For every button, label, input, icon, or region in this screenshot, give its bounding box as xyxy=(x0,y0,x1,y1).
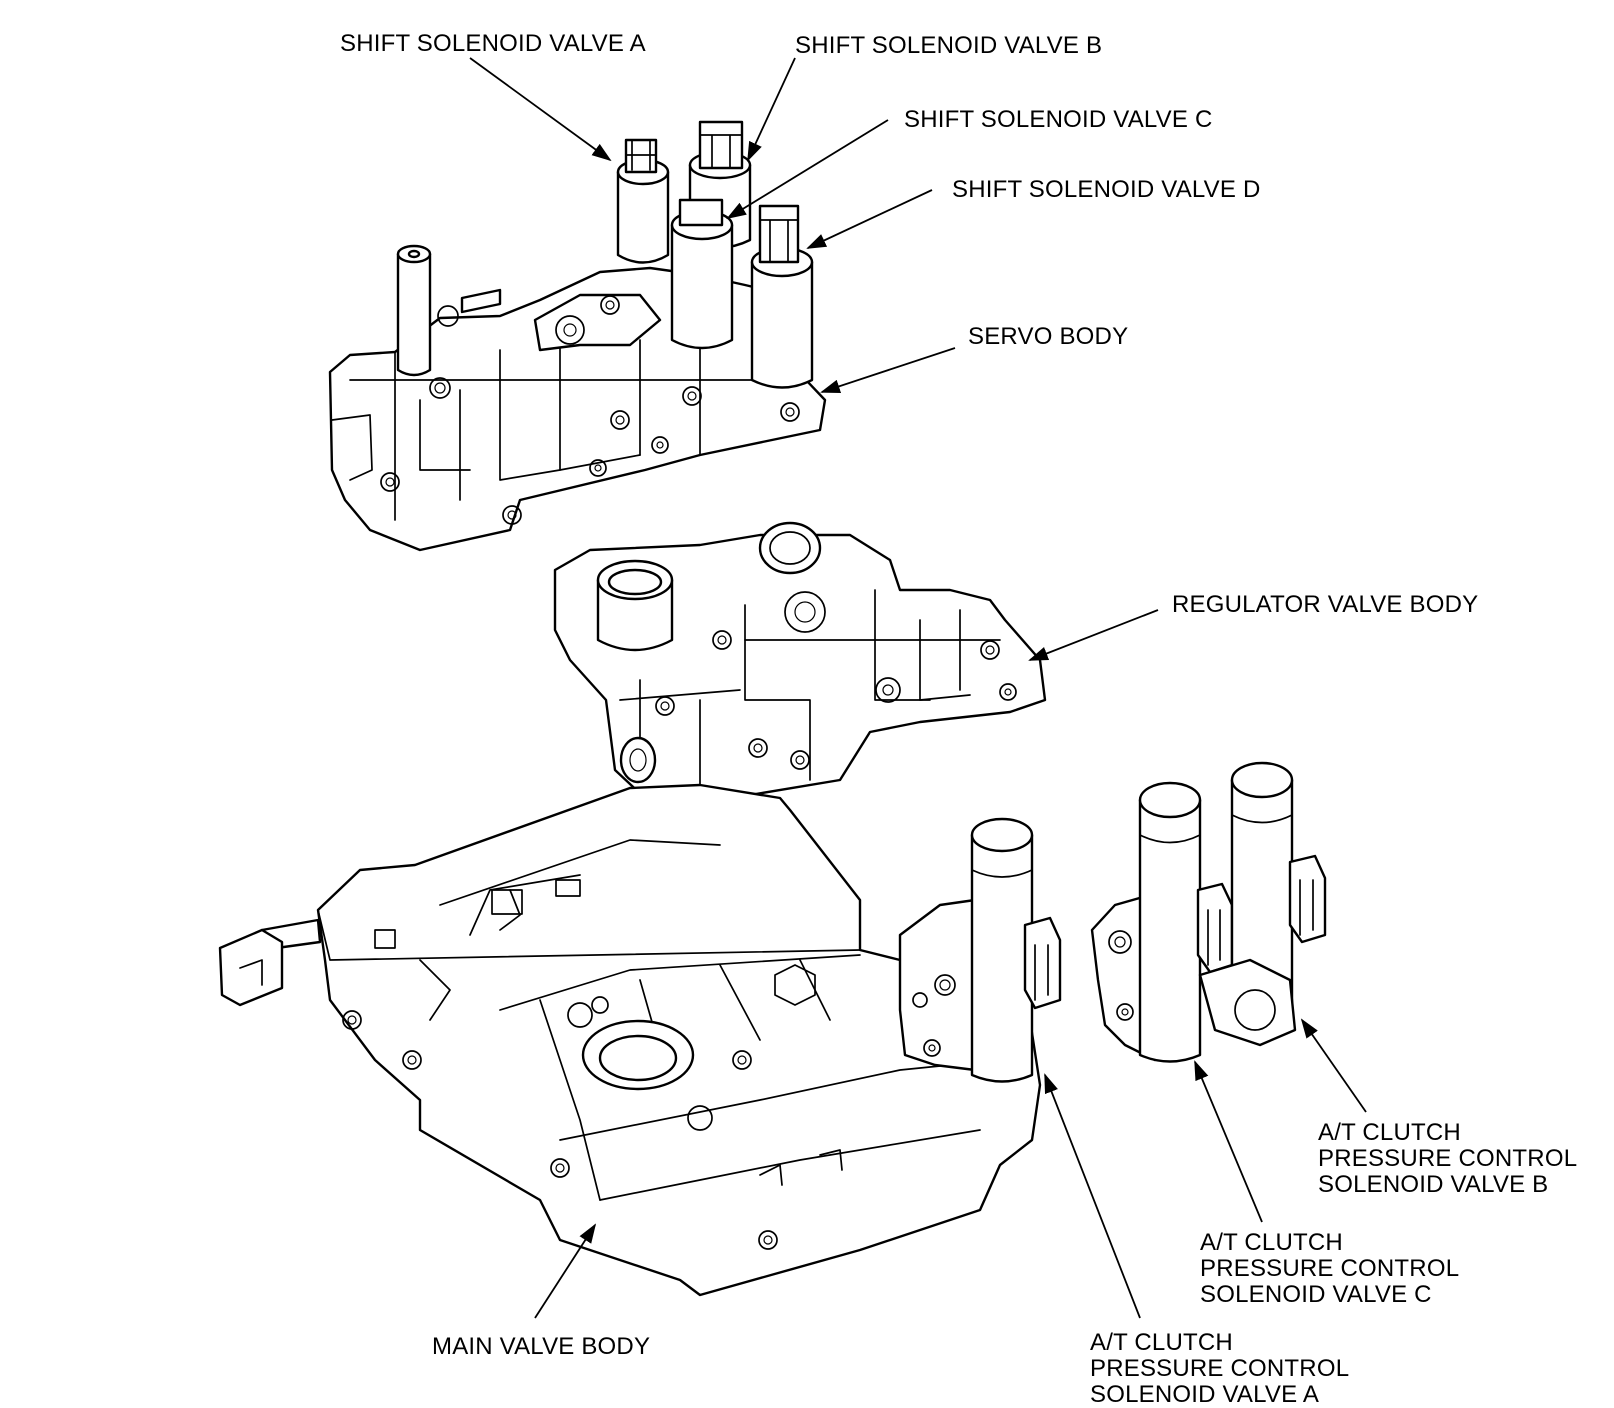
label-shift-solenoid-b: SHIFT SOLENOID VALVE B xyxy=(795,32,1103,59)
label-clutch-b-line-3: SOLENOID VALVE B xyxy=(1318,1171,1549,1198)
clutch-solenoid-b xyxy=(1198,761,1327,1047)
label-clutch-c-line-1: A/T CLUTCH xyxy=(1200,1229,1343,1256)
clutch-solenoid-a xyxy=(898,817,1062,1083)
label-clutch-b-line-2: PRESSURE CONTROL xyxy=(1318,1145,1578,1172)
label-clutch-a-line-3: SOLENOID VALVE A xyxy=(1090,1381,1320,1408)
label-clutch-c-line-3: SOLENOID VALVE C xyxy=(1200,1281,1432,1308)
label-clutch-solenoid-a: A/T CLUTCH PRESSURE CONTROL SOLENOID VAL… xyxy=(1090,1330,1349,1408)
label-clutch-solenoid-c: A/T CLUTCH PRESSURE CONTROL SOLENOID VAL… xyxy=(1200,1230,1459,1308)
label-regulator-valve-body: REGULATOR VALVE BODY xyxy=(1172,591,1479,618)
label-clutch-solenoid-b: A/T CLUTCH PRESSURE CONTROL SOLENOID VAL… xyxy=(1318,1120,1577,1198)
label-clutch-a-line-2: PRESSURE CONTROL xyxy=(1090,1355,1350,1382)
label-shift-solenoid-c: SHIFT SOLENOID VALVE C xyxy=(904,106,1213,133)
label-servo-body: SERVO BODY xyxy=(968,323,1129,350)
label-clutch-a-line-1: A/T CLUTCH xyxy=(1090,1329,1233,1356)
label-main-valve-body: MAIN VALVE BODY xyxy=(432,1333,651,1360)
clutch-solenoid-c xyxy=(1090,781,1234,1063)
regulator-valve-body xyxy=(553,521,1047,822)
servo-body xyxy=(328,120,827,552)
label-shift-solenoid-a: SHIFT SOLENOID VALVE A xyxy=(340,30,646,57)
label-shift-solenoid-d: SHIFT SOLENOID VALVE D xyxy=(952,176,1261,203)
label-clutch-c-line-2: PRESSURE CONTROL xyxy=(1200,1255,1460,1282)
label-clutch-b-line-1: A/T CLUTCH xyxy=(1318,1119,1461,1146)
leader-lines xyxy=(469,57,1367,1319)
